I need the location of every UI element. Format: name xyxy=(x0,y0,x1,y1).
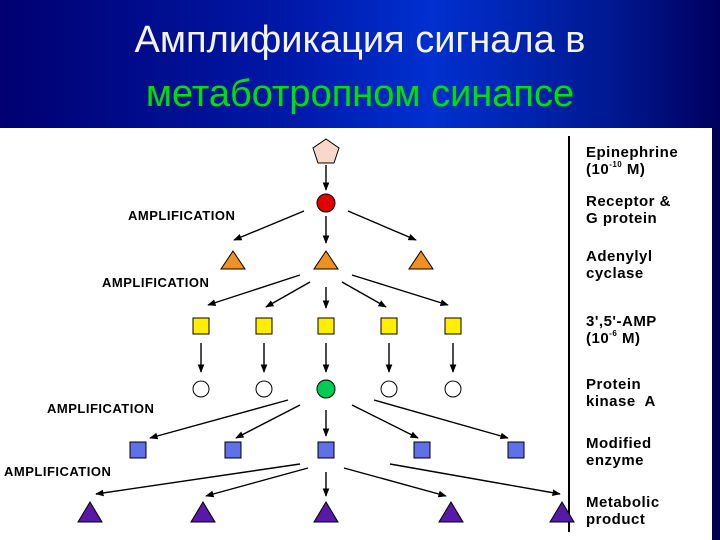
epinephrine-node xyxy=(312,138,340,164)
arrow xyxy=(235,404,301,439)
label-line: Adenylyl xyxy=(586,248,653,265)
modified-enzyme-node xyxy=(224,441,242,459)
protein-kinase-node xyxy=(192,380,210,398)
receptor-node xyxy=(316,193,336,213)
camp-node xyxy=(192,317,210,335)
label-metabolic-product: Metabolic product xyxy=(586,494,660,528)
amplification-label: AMPLIFICATION xyxy=(128,208,236,223)
label-line: Epinephrine xyxy=(586,144,679,161)
label-line: (10-6 M) xyxy=(586,329,641,348)
label-divider xyxy=(568,136,570,532)
adenylyl-cyclase-node xyxy=(220,250,246,270)
camp-node xyxy=(255,317,273,335)
metabolic-product-node xyxy=(190,501,216,523)
label-camp: 3',5'-AMP (10-6 M) xyxy=(586,313,657,347)
camp-node xyxy=(317,317,335,335)
arrow xyxy=(347,210,417,241)
arrow xyxy=(265,281,311,308)
modified-enzyme-node xyxy=(507,441,525,459)
camp-node xyxy=(380,317,398,335)
label-line: Metabolic xyxy=(586,494,660,511)
metabolic-product-node xyxy=(438,501,464,523)
label-line: 3',5'-AMP xyxy=(586,313,657,330)
arrow xyxy=(351,274,449,306)
modified-enzyme-node xyxy=(413,441,431,459)
arrow xyxy=(389,463,561,496)
label-protein-kinase: Protein kinase A xyxy=(586,376,656,410)
label-line: Protein xyxy=(586,376,642,393)
arrow xyxy=(149,399,289,440)
adenylyl-cyclase-node xyxy=(408,250,434,270)
arrow xyxy=(233,210,305,241)
arrow xyxy=(341,281,387,308)
label-epinephrine: Epinephrine (10-10 M) xyxy=(586,144,678,178)
arrow xyxy=(207,274,301,306)
arrow xyxy=(351,404,419,439)
label-line: cyclase xyxy=(586,265,644,282)
modified-enzyme-node xyxy=(129,441,147,459)
title-bar: Амплификация сигнала в метаботропном син… xyxy=(0,0,720,128)
label-line: Modified xyxy=(586,435,652,452)
label-receptor: Receptor & G protein xyxy=(586,193,671,227)
label-line: G protein xyxy=(586,210,658,227)
label-line: product xyxy=(586,511,646,528)
adenylyl-cyclase-node xyxy=(313,250,339,270)
arrow xyxy=(343,467,447,498)
metabolic-product-node xyxy=(549,501,575,523)
label-line: (10-10 M) xyxy=(586,160,646,179)
metabolic-product-node xyxy=(77,501,103,523)
label-line: Receptor & xyxy=(586,193,672,210)
modified-enzyme-node xyxy=(317,441,335,459)
arrow xyxy=(373,399,509,440)
protein-kinase-active-node xyxy=(316,379,336,399)
protein-kinase-node xyxy=(444,380,462,398)
amplification-label: AMPLIFICATION xyxy=(4,464,112,479)
slide-title-line2: метаботропном синапсе xyxy=(145,73,575,115)
label-line: enzyme xyxy=(586,452,645,469)
camp-node xyxy=(444,317,462,335)
protein-kinase-node xyxy=(380,380,398,398)
metabolic-product-node xyxy=(313,501,339,523)
arrow xyxy=(95,463,301,497)
label-adenylyl-cyclase: Adenylyl cyclase xyxy=(586,248,653,282)
label-modified-enzyme: Modified enzyme xyxy=(586,435,652,469)
slide-edge xyxy=(712,128,720,540)
arrow xyxy=(205,467,309,498)
slide-title-line1: Амплификация сигнала в xyxy=(134,19,586,61)
amplification-label: AMPLIFICATION xyxy=(47,401,155,416)
amplification-label: AMPLIFICATION xyxy=(102,275,210,290)
label-line: kinase A xyxy=(586,393,656,410)
protein-kinase-node xyxy=(255,380,273,398)
